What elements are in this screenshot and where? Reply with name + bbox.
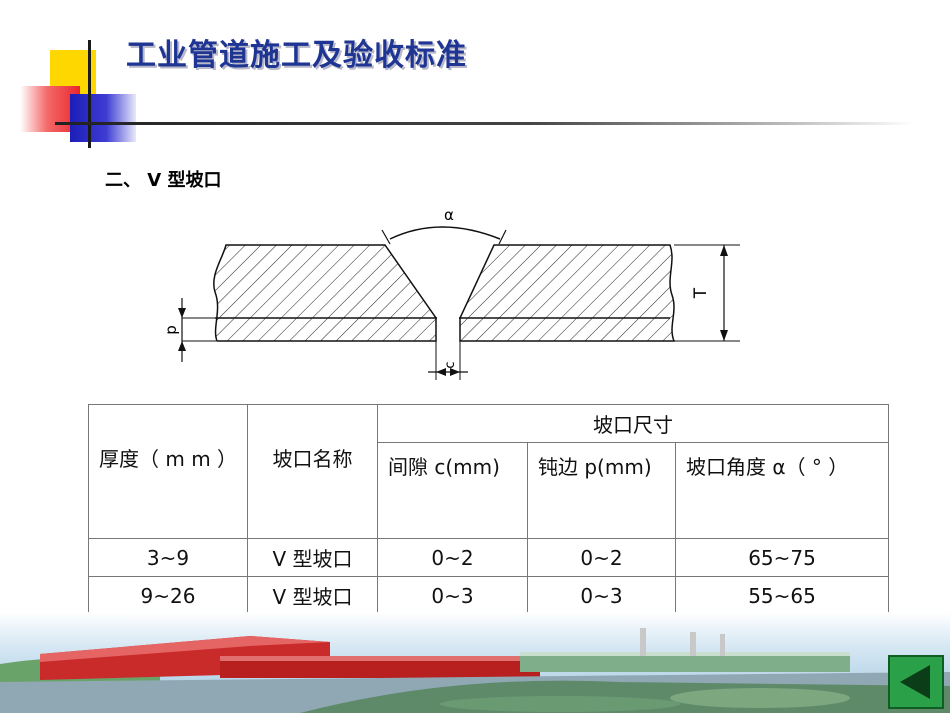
arrow-head <box>450 368 460 376</box>
triangle-left-icon <box>900 665 930 699</box>
decor-blue-square <box>70 94 136 142</box>
groove-dimensions-header: 坡口尺寸 <box>376 404 890 443</box>
arrow-head <box>436 368 446 376</box>
root-face-cell: 0~2 <box>527 538 676 577</box>
root-face-label: p <box>162 325 180 335</box>
groove-type-header: 坡口名称 <box>247 404 378 539</box>
thickness-header: 厚度（ m m ） <box>88 404 248 539</box>
root-face-header: 钝边 p(mm) <box>527 442 676 539</box>
gap-header: 间隙 c(mm) <box>377 442 528 539</box>
left-plate <box>213 244 437 342</box>
factory-banner-image <box>0 612 950 713</box>
arrow-head <box>178 308 186 318</box>
table-row: 3~9 V 型坡口 0~2 0~2 65~75 <box>88 538 890 577</box>
groove-angle-cell: 65~75 <box>674 538 890 577</box>
gap-cell: 0~2 <box>377 538 528 577</box>
arrow-head <box>720 330 728 341</box>
groove-spec-table: 厚度（ m m ） 坡口名称 坡口尺寸 间隙 c(mm) 钝边 p(mm) 坡口… <box>88 404 890 615</box>
gap-cell: 0~3 <box>377 576 528 615</box>
title-underline <box>55 122 915 125</box>
arrow-head <box>178 341 186 351</box>
groove-type-cell: V 型坡口 <box>247 576 378 615</box>
page-title: 工业管道施工及验收标准 <box>126 38 467 73</box>
thickness-cell: 3~9 <box>88 538 248 577</box>
angle-label: α <box>444 206 454 224</box>
thickness-label: T <box>691 287 711 299</box>
v-groove-diagram: α T p c <box>162 206 740 380</box>
root-face-cell: 0~3 <box>527 576 676 615</box>
groove-type-cell: V 型坡口 <box>247 538 378 577</box>
table-row: 9~26 V 型坡口 0~3 0~3 55~65 <box>88 576 890 615</box>
gap-label: c <box>443 361 458 368</box>
groove-angle-header: 坡口角度 α（ ° ） <box>674 442 890 539</box>
angle-tick <box>498 229 507 245</box>
previous-slide-button[interactable] <box>888 655 944 709</box>
section-subtitle: 二、 V 型坡口 <box>105 170 222 191</box>
angle-arc <box>389 226 501 240</box>
arrow-head <box>720 245 728 256</box>
thickness-cell: 9~26 <box>88 576 248 615</box>
decor-vertical-line <box>88 40 91 148</box>
angle-tick <box>381 229 391 245</box>
groove-angle-cell: 55~65 <box>674 576 890 615</box>
right-plate <box>459 244 676 342</box>
